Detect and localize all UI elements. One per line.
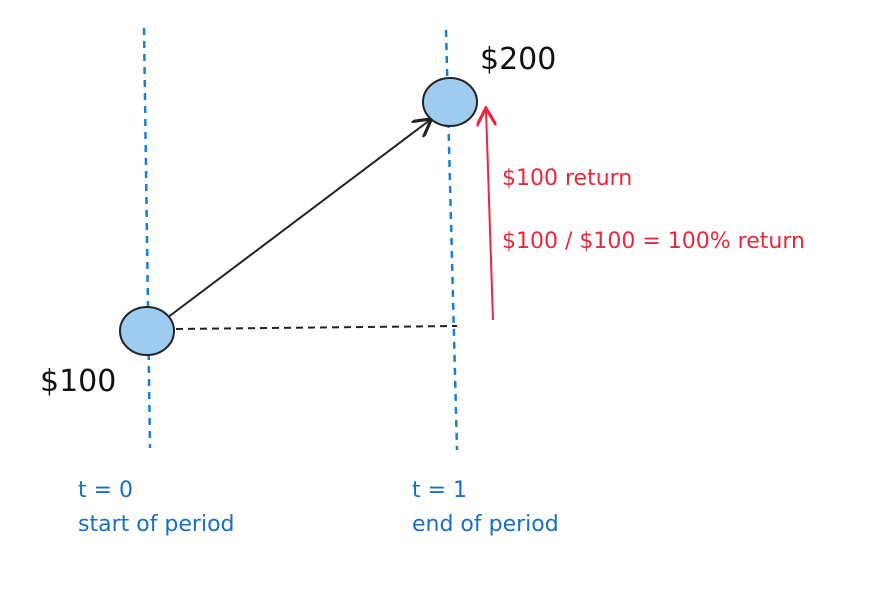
return-amount-label: $100 return	[502, 166, 633, 191]
timeline-start: t = 0 start of period	[78, 474, 235, 542]
period-label: end of period	[412, 512, 559, 537]
return-formula-label: $100 / $100 = 100% return	[502, 229, 805, 254]
growth-arrow	[146, 120, 430, 334]
period-label: start of period	[78, 512, 235, 537]
timeline-end: t = 1 end of period	[412, 474, 559, 542]
time-label: t = 1	[412, 478, 468, 503]
start-value-label: $100	[40, 364, 117, 399]
baseline-dashed	[175, 325, 458, 330]
end-node	[422, 77, 478, 127]
time-label: t = 0	[78, 478, 134, 503]
start-node	[119, 306, 175, 356]
end-value-label: $200	[480, 42, 557, 77]
guide-line-t0	[142, 27, 152, 449]
return-arrow	[486, 110, 493, 321]
